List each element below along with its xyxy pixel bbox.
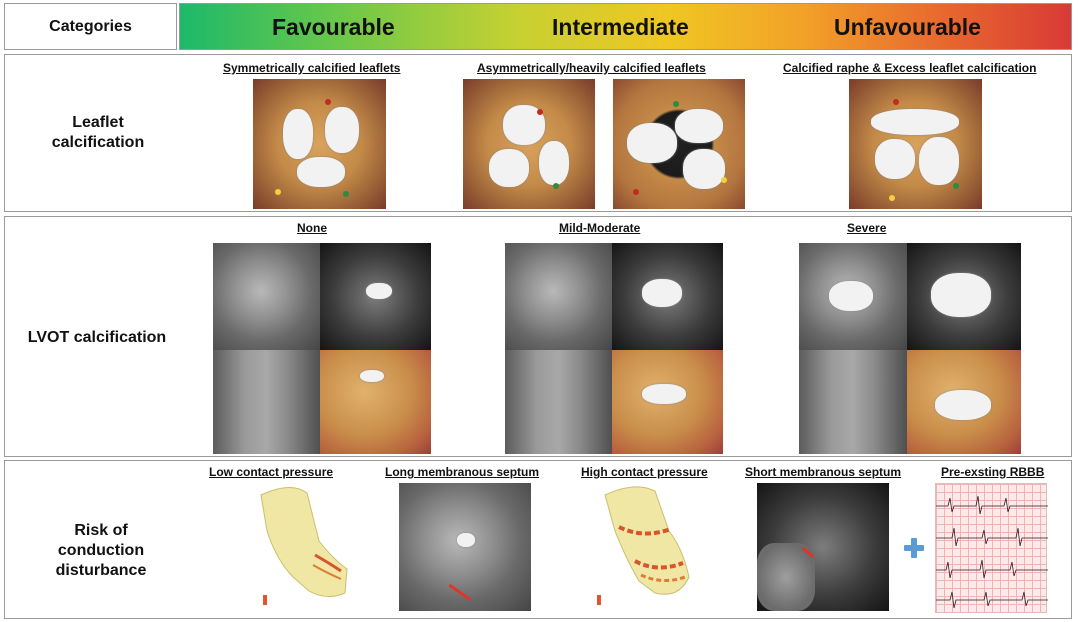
conduction-label-line2: conduction disturbance (55, 542, 147, 579)
intermediate-label: Intermediate (552, 14, 689, 40)
high-contact-pressure-title: High contact pressure (581, 465, 708, 479)
leaflet-row-label: Leaflet calcification (33, 113, 163, 153)
lvot-severe-title: Severe (847, 221, 887, 235)
short-membranous-septum-title: Short membranous septum (745, 465, 902, 479)
lvot-none-coronal-image (320, 243, 431, 350)
symmetric-leaflets-title: Symmetrically calcified leaflets (223, 61, 401, 75)
long-septum-ct-image (399, 483, 531, 611)
leaflet-label-line1: Leaflet (72, 114, 124, 131)
lvot-severe-coronal-image (907, 243, 1021, 350)
conduction-risk-row: Risk of conduction disturbance Low conta… (4, 460, 1072, 619)
lvot-mild-axial-image (505, 243, 612, 350)
low-contact-pressure-title: Low contact pressure (209, 465, 334, 479)
favourable-label: Favourable (272, 14, 395, 40)
lvot-severe-render-image (907, 350, 1021, 454)
conduction-label-line1: Risk of (74, 522, 128, 539)
leaflet-calcification-row: Leaflet calcification Symmetrically calc… (4, 54, 1072, 212)
symmetric-leaflets-image (253, 79, 386, 209)
long-membranous-septum-title: Long membranous septum (385, 465, 540, 479)
lvot-severe-long-axis-image (799, 350, 907, 454)
categories-header: Categories (4, 3, 177, 50)
asymmetric-leaflets-title: Asymmetrically/heavily calcified leaflet… (477, 61, 706, 75)
calcified-raphe-image (849, 79, 982, 209)
lvot-row-label: LVOT calcification (27, 329, 167, 346)
lvot-calcification-row: LVOT calcification None Mild-Moderate Se… (4, 216, 1072, 457)
lvot-none-render-image (320, 350, 431, 454)
lvot-severe-axial-image (799, 243, 907, 350)
category-gradient-bar: Favourable Intermediate Unfavourable (179, 3, 1072, 50)
high-contact-pressure-model (597, 486, 690, 605)
leaflet-label-line2: calcification (51, 134, 145, 151)
asymmetric-leaflets-image-2 (613, 79, 745, 209)
lvot-none-axial-image (213, 243, 320, 350)
short-septum-ct-image (757, 483, 889, 611)
calcified-raphe-title: Calcified raphe & Excess leaflet calcifi… (783, 61, 1037, 75)
lvot-mild-title: Mild-Moderate (559, 221, 641, 235)
low-contact-pressure-model (260, 487, 348, 605)
lvot-mild-coronal-image (612, 243, 723, 350)
lvot-mild-long-axis-image (505, 350, 612, 454)
asymmetric-leaflets-image-1 (463, 79, 595, 209)
plus-icon (904, 538, 924, 558)
lvot-none-long-axis-image (213, 350, 320, 454)
lvot-mild-render-image (612, 350, 723, 454)
conduction-row-label: Risk of conduction disturbance (11, 521, 191, 581)
categories-label: Categories (49, 17, 132, 35)
unfavourable-label: Unfavourable (834, 14, 981, 40)
lvot-none-title: None (297, 221, 327, 235)
pre-existing-rbbb-title: Pre-exsting RBBB (941, 465, 1045, 479)
ecg-strip-image (935, 483, 1048, 613)
